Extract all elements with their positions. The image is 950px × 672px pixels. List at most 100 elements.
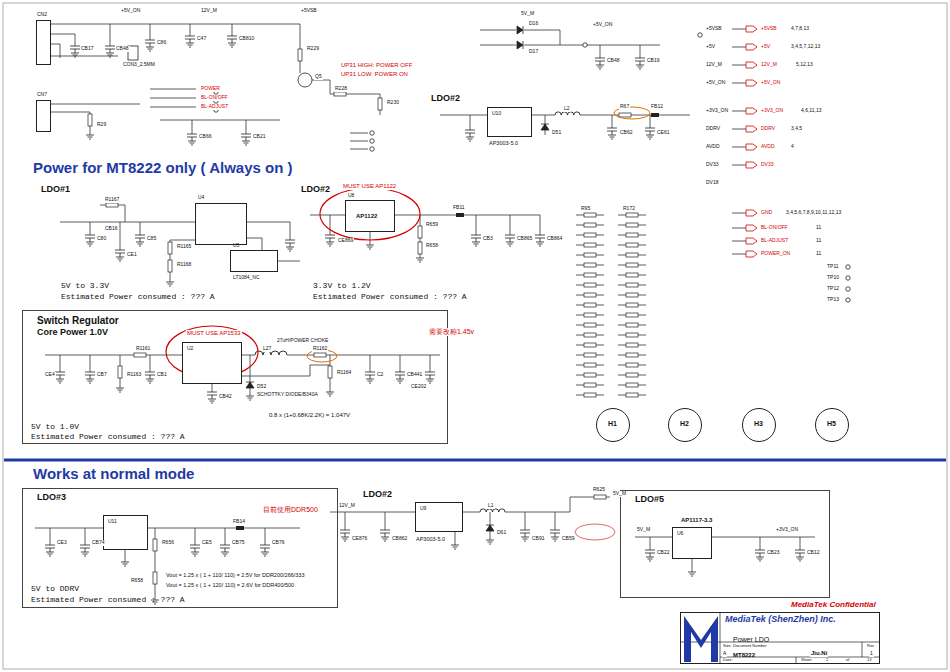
wire [385,512,386,530]
schematic-label: 0.8 x (1+0.68K/2.2K) = 1.047V [268,412,351,419]
wire [287,355,440,356]
wire [576,355,584,356]
schematic-label: TP11 [826,264,840,270]
schematic-label: CB91 [531,536,546,542]
net-flag [746,162,757,168]
ferrite-bead [651,113,659,117]
schematic-label: FB11 [452,205,466,211]
wire [596,215,604,216]
wire [618,315,626,316]
net-flag [746,62,757,68]
schematic-label: Estimated Power consumed : ??? A [60,293,216,302]
schematic-label: DV33 [760,162,775,168]
ground-symbol [451,545,459,549]
schematic-label: MediaTek Confidential [790,601,877,610]
wire [618,295,626,296]
wire [247,222,290,240]
wire [48,56,118,57]
schematic-label: LT1084_NC [232,275,261,281]
schematic-label: R1165 [176,244,192,250]
mounting-hole: H1 [596,408,630,442]
box-text: 5V to 1.0V [31,423,79,432]
schematic-label: Size [722,644,732,648]
schematic-label: SCHOTTKY DIODE/B340A [256,392,319,398]
wire [440,115,487,116]
resistor-symbol [584,383,596,387]
wire [606,497,610,498]
schematic-label: R95 [580,206,591,212]
wire [618,275,626,276]
wire [540,215,541,235]
highlight-ellipse [575,524,615,540]
wire [596,295,604,296]
wire [125,550,126,562]
ferrite-bead [456,213,464,217]
wire [150,98,196,99]
schematic-label: C2 [376,372,384,378]
schematic-label: +5V [705,44,716,50]
wire [576,395,584,396]
schematic-label: R658 [130,578,144,584]
wire [350,141,368,142]
wire [45,355,182,356]
net-flag [746,238,757,244]
schematic-label: 11 [815,238,822,244]
schematic-label: R172 [622,206,636,212]
schematic-label: LDO#2 [430,94,461,104]
highlight-ellipse [320,188,420,240]
schematic-label: CB862 [391,536,408,542]
wire [150,89,196,90]
schematic-label: BL-ADJUST [760,238,789,244]
schematic-label: CE4 [44,372,56,378]
wire [650,115,651,128]
jack-symbol [128,46,138,60]
schematic-label: CB864 [546,236,563,242]
schematic-label: R625 [592,487,606,493]
wire [732,213,746,214]
wire [732,29,746,30]
box-text: H5 [827,420,836,428]
wire [400,355,401,372]
schematic-label: C80 [96,236,107,242]
wire [576,265,584,266]
schematic-label: AP3003-5.0 [488,140,519,146]
box-text: Power LDO [733,636,769,644]
resistor-symbol [418,226,422,238]
ic-box: U6 [672,527,712,559]
ground-symbol [366,245,374,249]
resistor-symbol [584,243,596,247]
wire [532,115,555,116]
test-point [370,131,374,135]
resistor-symbol [584,353,596,357]
wire [596,305,604,306]
schematic-label: 4 [790,144,795,150]
wire [346,94,380,115]
mounting-hole: H2 [668,408,702,442]
schematic-label: R228 [334,86,348,92]
schematic-label: 27uH/POWER CHOKE [276,338,329,344]
wire [596,255,604,256]
wire [160,120,280,121]
resistor-symbol [88,114,92,126]
wire [732,111,746,112]
schematic-label: BL-ADJUST [200,104,229,110]
schematic-label: R1163 [126,372,142,378]
schematic-label: TP13 [826,297,840,303]
schematic-label: L1 [487,503,495,509]
wire [650,537,651,550]
resistor-symbol [626,323,638,327]
wire [350,149,368,150]
schematic-label: Works at normal mode [32,466,195,483]
region-box: LDO#35V to DDRVEstimated Power consumed … [22,488,338,608]
wire [576,275,584,276]
schematic-label: GND [760,210,773,216]
wire [430,355,431,372]
schematic-label: CB76 [271,540,286,546]
box-text: U2 [187,346,193,352]
transistor-symbol [298,73,312,87]
wire [330,512,415,513]
schematic-label: D17 [528,49,539,55]
wire [732,254,746,255]
wire [212,384,213,392]
schematic-label: CB12 [806,550,821,556]
